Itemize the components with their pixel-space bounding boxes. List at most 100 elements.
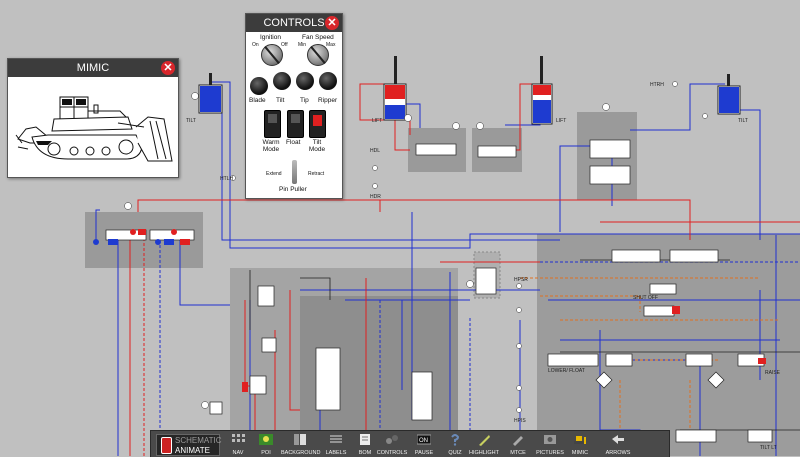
blade-joystick[interactable] bbox=[250, 77, 268, 95]
controls-close-button[interactable]: ✕ bbox=[325, 16, 339, 30]
zone-main-valve-right bbox=[537, 234, 800, 456]
pilot-valve-1 bbox=[257, 285, 275, 307]
main-spool-valve bbox=[315, 347, 341, 411]
solenoid-valve bbox=[475, 267, 497, 295]
tilt-cylinder-right: TILT bbox=[717, 74, 748, 124]
pilot-valve-3 bbox=[249, 375, 267, 395]
ignition-label: Ignition bbox=[260, 34, 281, 41]
toolbar-label: PAUSE bbox=[414, 450, 434, 456]
tilt-left-label: TILT bbox=[186, 118, 196, 124]
ripper-joystick[interactable] bbox=[319, 72, 337, 90]
poi-icon bbox=[259, 433, 273, 446]
control-valve-r2 bbox=[669, 249, 719, 263]
callout-markers bbox=[124, 81, 708, 413]
warm-mode-switch[interactable] bbox=[264, 110, 281, 138]
toolbar-label: CONTROLS bbox=[376, 450, 408, 456]
toolbar-bom-button[interactable]: BOM bbox=[350, 431, 380, 457]
svg-text:ON: ON bbox=[419, 438, 428, 444]
tag-raise: RAISE bbox=[765, 370, 781, 376]
toolbar-nav-button[interactable]: NAV bbox=[223, 431, 253, 457]
schematic-animate-toggle[interactable]: SCHEMATIC ANIMATE bbox=[156, 434, 222, 456]
fan-speed-max-label: Max bbox=[326, 42, 336, 48]
toolbar-background-button[interactable]: BACKGROUND bbox=[281, 431, 320, 457]
shutoff-valve bbox=[643, 305, 675, 317]
tip-joystick[interactable] bbox=[296, 72, 314, 90]
toolbar-label: BACKGROUND bbox=[281, 450, 321, 456]
toolbar-label: MIMIC bbox=[571, 450, 589, 456]
blade-label: Blade bbox=[249, 97, 266, 104]
mode-battery-icon bbox=[161, 437, 172, 454]
controls-title: CONTROLS bbox=[263, 17, 325, 29]
tag-hpsr: HPSR bbox=[514, 277, 528, 283]
toolbar-mtce-button[interactable]: MTCE bbox=[503, 431, 533, 457]
float-switch[interactable] bbox=[287, 110, 304, 138]
toolbar-label: QUIZ bbox=[448, 450, 462, 456]
toolbar-quiz-button[interactable]: QUIZ bbox=[440, 431, 470, 457]
tilt-valve-right-b bbox=[589, 165, 631, 185]
bom-icon bbox=[358, 433, 372, 446]
mimic-panel: MIMIC ✕ bbox=[7, 58, 179, 178]
fan-speed-knob[interactable] bbox=[307, 44, 329, 66]
toolbar-highlight-button[interactable]: HIGHLIGHT bbox=[469, 431, 499, 457]
controls-icon bbox=[385, 433, 399, 446]
lift-valve-left bbox=[415, 143, 457, 156]
arrows-icon bbox=[611, 433, 625, 446]
toolbar-label: LABELS bbox=[325, 450, 347, 456]
pilot-valve-2 bbox=[261, 337, 277, 353]
mimic-title: MIMIC bbox=[76, 62, 110, 74]
tag-hdr: HDR bbox=[370, 194, 381, 200]
controls-header: CONTROLS ✕ bbox=[246, 14, 342, 32]
valve-blocks bbox=[105, 139, 773, 443]
lift-cylinder-right: LIFT bbox=[531, 56, 566, 125]
pin-puller-lever[interactable] bbox=[292, 160, 297, 184]
lift-valve-right bbox=[477, 145, 517, 158]
tilt-right-label: TILT bbox=[738, 118, 748, 124]
control-valve-r6 bbox=[685, 353, 713, 367]
lift-left-label: LIFT bbox=[372, 118, 382, 124]
mimic-header: MIMIC ✕ bbox=[8, 59, 178, 77]
toolbar-arrows-button[interactable]: ARROWS bbox=[603, 431, 633, 457]
pause-icon: ON bbox=[416, 433, 432, 446]
secondary-spool-valve bbox=[411, 371, 433, 421]
control-valve-r3 bbox=[649, 283, 677, 295]
mode-animate-label: ANIMATE bbox=[175, 446, 210, 455]
schematic-tags: SHUT OFF LOWER/ FLOAT RAISE TILT LT HTLH… bbox=[220, 82, 781, 451]
ripper-label: Ripper bbox=[318, 97, 338, 104]
schematic-zones bbox=[85, 112, 800, 456]
tilt-valve-right-a bbox=[589, 139, 631, 159]
toolbar-pause-button[interactable]: ON PAUSE bbox=[409, 431, 439, 457]
labels-icon bbox=[329, 433, 343, 446]
tag-lower-float: LOWER/ FLOAT bbox=[548, 368, 585, 374]
tilt-joystick[interactable] bbox=[273, 72, 291, 90]
toolbar-label: NAV bbox=[232, 450, 244, 456]
tag-hdl: HDL bbox=[370, 148, 380, 154]
toolbar-pictures-button[interactable]: PICTURES bbox=[535, 431, 565, 457]
fan-speed-min-label: Min bbox=[298, 42, 307, 48]
toolbar-controls-button[interactable]: CONTROLS bbox=[377, 431, 407, 457]
tilt-label: Tilt bbox=[276, 97, 285, 104]
control-valve-r1 bbox=[611, 249, 661, 263]
controls-panel: CONTROLS ✕ Ignition On Off Fan Speed Min… bbox=[245, 13, 343, 199]
ignition-on-label: On bbox=[252, 42, 259, 48]
toolbar-label: MTCE bbox=[510, 450, 526, 456]
toolbar-label: ARROWS bbox=[605, 450, 631, 456]
toolbar-labels-button[interactable]: LABELS bbox=[321, 431, 351, 457]
tilt-mode-switch[interactable] bbox=[309, 110, 326, 138]
float-label: Float bbox=[286, 139, 301, 146]
control-valve-r9 bbox=[747, 429, 773, 443]
tag-shut-off: SHUT OFF bbox=[633, 295, 658, 301]
tilt-valve-left-ports bbox=[93, 229, 766, 392]
toolbar-mimic-button[interactable]: MIMIC bbox=[565, 431, 595, 457]
mimic-close-button[interactable]: ✕ bbox=[161, 61, 175, 75]
ignition-off-label: Off bbox=[281, 42, 288, 48]
tag-tilt-lt: TILT LT bbox=[760, 445, 777, 451]
dozer-illustration bbox=[15, 96, 173, 162]
maintenance-icon bbox=[511, 433, 525, 446]
ignition-knob[interactable] bbox=[261, 44, 283, 66]
pin-puller-retract-label: Retract bbox=[308, 171, 325, 177]
toolbar-poi-button[interactable]: POI bbox=[251, 431, 281, 457]
toolbar-label: BOM bbox=[358, 450, 372, 456]
highlight-icon bbox=[477, 433, 491, 446]
